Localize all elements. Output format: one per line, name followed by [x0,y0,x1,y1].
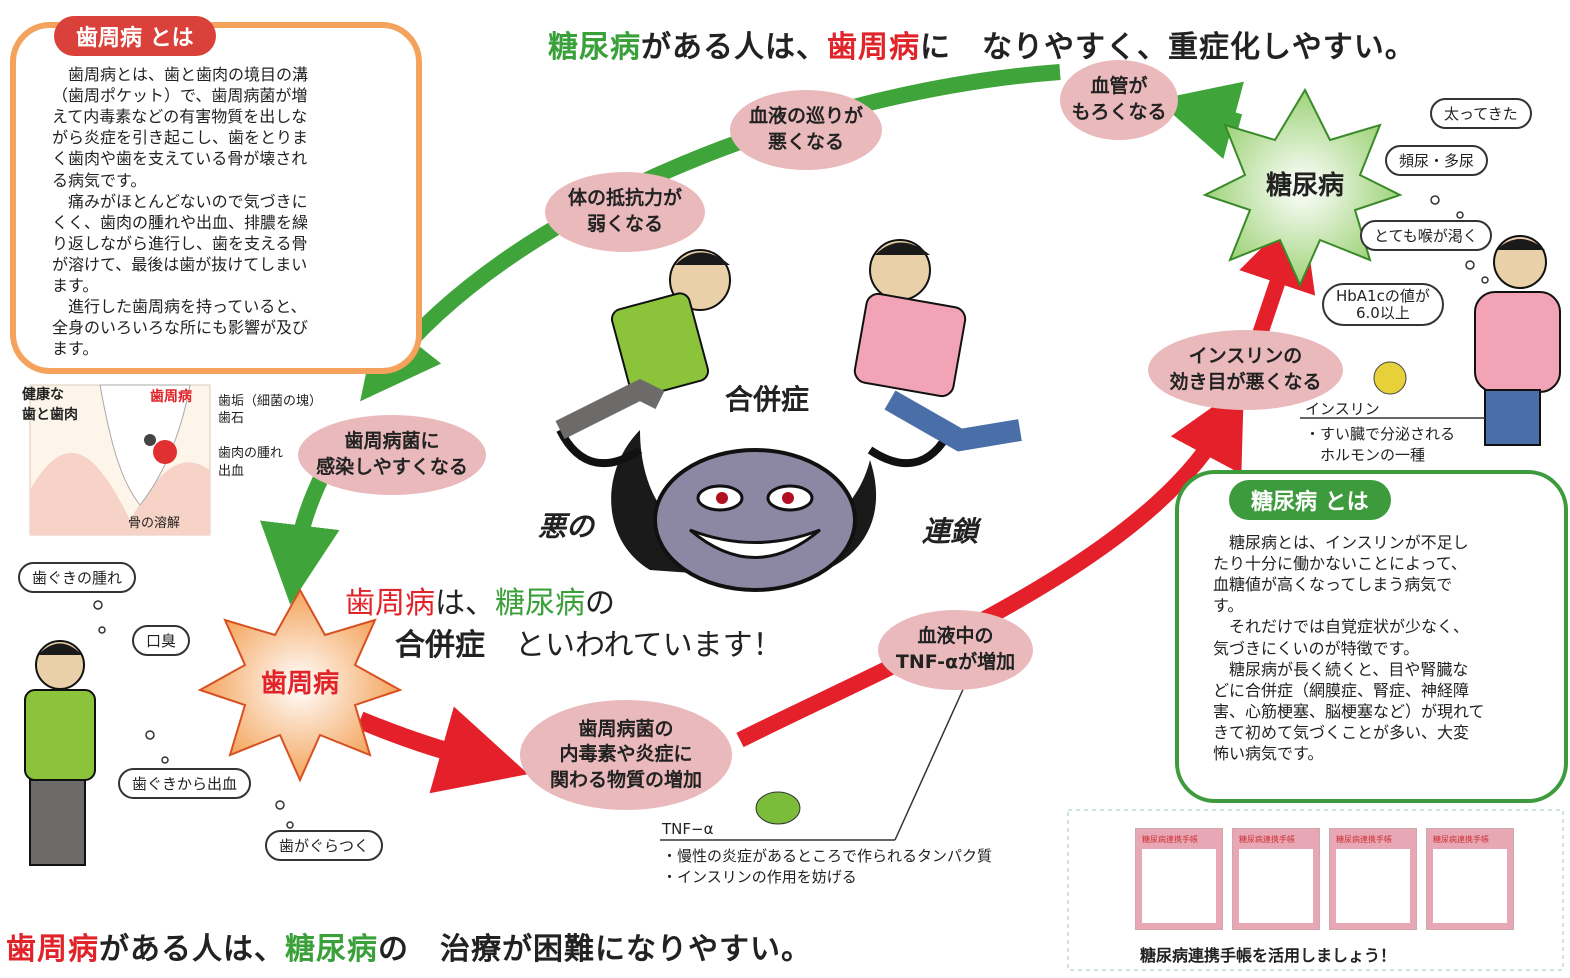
symptom-frequent-urination: 頻尿・多尿 [1385,145,1489,176]
symptom-thirst: とても喉が渇く [1360,220,1492,251]
insulin-character [1373,361,1407,395]
tooth-tartar-label: 歯石 [218,411,245,426]
tnf-note-desc: ・慢性の炎症があるところで作られるタンパク質 ・インスリンの作用を妨げる [662,847,993,886]
notebook-card-2: 糖尿病連携手帳 [1232,828,1320,930]
perio-info-tab: 歯周病 とは [54,16,216,56]
center-text-no: の [585,586,615,621]
center-complication-word: 合併症 [395,628,485,663]
center-text-iwareteimasu: といわれています！ [515,628,783,663]
perio-info-box: 歯周病 とは 歯周病とは、歯と歯肉の境目の溝 （歯周ポケット）で、歯周病菌が増 … [10,16,422,374]
falling-man-left [555,249,731,439]
notebook-card-header: 糖尿病連携手帳 [1142,835,1198,844]
man-perio-left [24,640,96,866]
bottom-headline: 歯周病がある人は、糖尿病の 治療が困難になりやすい。 [6,924,812,968]
tooth-plaque-label: 歯垢（細菌の塊） [218,394,323,409]
center-text-ha: は、 [435,586,495,621]
symptom-gum-bleeding: 歯ぐきから出血 [118,768,252,799]
diabetes-info-text: 糖尿病とは、インスリンが不足し たり十分に働かないことによって、 血糖値が高くな… [1213,533,1485,764]
center-message-line2: 合併症 といわれています！ [395,620,783,664]
notebook-card-3: 糖尿病連携手帳 [1329,828,1417,930]
center-diabetes-word: 糖尿病 [495,586,585,621]
symptom-hba1c: HbA1cの値が 6.0以上 [1322,283,1444,326]
bottom-title-text2: の 治療が困難になりやすい。 [378,932,812,967]
notebook-card-header: 糖尿病連携手帳 [1336,835,1392,844]
tooth-perio-label: 歯周病 [150,389,192,405]
tnf-note-label: TNF−α [662,820,714,838]
evil-label: 悪の [538,510,595,543]
falling-man-right [853,239,1022,452]
symptom-gum-swelling: 歯ぐきの腫れ [18,562,137,593]
bottom-title-diabetes: 糖尿病 [285,932,378,967]
perio-star [197,587,403,783]
bubble-blood-vessel: 血管が もろくなる [1060,60,1178,140]
notebook-card-1: 糖尿病連携手帳 [1135,828,1223,930]
complication-label: 合併症 [725,383,810,416]
green-arrow-top [1156,81,1244,159]
notebook-card-4: 糖尿病連携手帳 [1426,828,1514,930]
man-diabetes-right [1474,235,1561,446]
tnf-character [755,791,801,825]
symptom-bad-breath: 口臭 [132,625,191,656]
diabetes-star-label: 糖尿病 [1265,171,1344,201]
perio-info-text: 歯周病とは、歯と歯肉の境目の溝 （歯周ポケット）で、歯周病菌が増 えて内毒素など… [52,65,309,359]
center-perio-word: 歯周病 [345,586,435,621]
insulin-note-desc: ・すい臓で分泌される ホルモンの一種 [1305,425,1456,464]
tooth-bone-label: 骨の溶解 [128,516,181,531]
bubble-circulation: 血液の巡りが 悪くなる [730,90,882,170]
bubble-tnf: 血液中の TNF-αが増加 [878,610,1033,690]
green-arrow-short [260,466,340,605]
top-headline: 糖尿病がある人は、歯周病に なりやすく、重症化しやすい。 [548,22,1416,66]
tooth-swelling-label: 歯肉の腫れ [218,446,284,461]
chain-label: 連鎖 [922,515,979,548]
bottom-title-perio: 歯周病 [6,932,99,967]
top-title-diabetes: 糖尿病 [548,30,641,65]
bottom-title-text1: がある人は、 [99,932,285,967]
top-title-perio: 歯周病 [827,30,920,65]
symptom-weight-gain: 太ってきた [1430,98,1532,129]
red-arrow-top [1239,207,1316,343]
symptom-loose-teeth: 歯がぐらつく [265,830,384,861]
green-arrow-arc [360,64,1061,402]
diabetes-star [1202,87,1403,288]
diabetes-info-tab: 糖尿病 とは [1229,480,1391,520]
notebook-card-header: 糖尿病連携手帳 [1433,835,1489,844]
red-arrow-arc [736,384,1244,748]
notebook-caption: 糖尿病連携手帳を活用しましょう！ [1140,946,1397,965]
center-message-line1: 歯周病は、糖尿病の [345,578,615,622]
red-arrow-short [356,706,529,794]
bubble-resistance: 体の抵抗力が 弱くなる [545,172,705,252]
insulin-note-label: インスリン [1305,400,1380,418]
bubble-infection: 歯周病菌に 感染しやすくなる [298,415,486,495]
bubble-toxin: 歯周病菌の 内毒素や炎症に 関わる物質の増加 [520,700,732,810]
tooth-bleeding-label: 出血 [218,464,245,479]
top-title-text1: がある人は、 [641,30,827,65]
tooth-healthy-label: 健康な 歯と歯肉 [22,387,78,423]
perio-star-label: 歯周病 [260,669,339,699]
devil-illustration [556,428,954,592]
diabetes-info-box: 糖尿病 とは 糖尿病とは、インスリンが不足し たり十分に働かないことによって、 … [1175,470,1568,803]
bubble-insulin: インスリンの 効き目が悪くなる [1148,330,1343,410]
notebook-card-header: 糖尿病連携手帳 [1239,835,1295,844]
tooth-diagram [29,384,211,536]
top-title-text2: に なりやすく、重症化しやすい。 [920,30,1416,65]
